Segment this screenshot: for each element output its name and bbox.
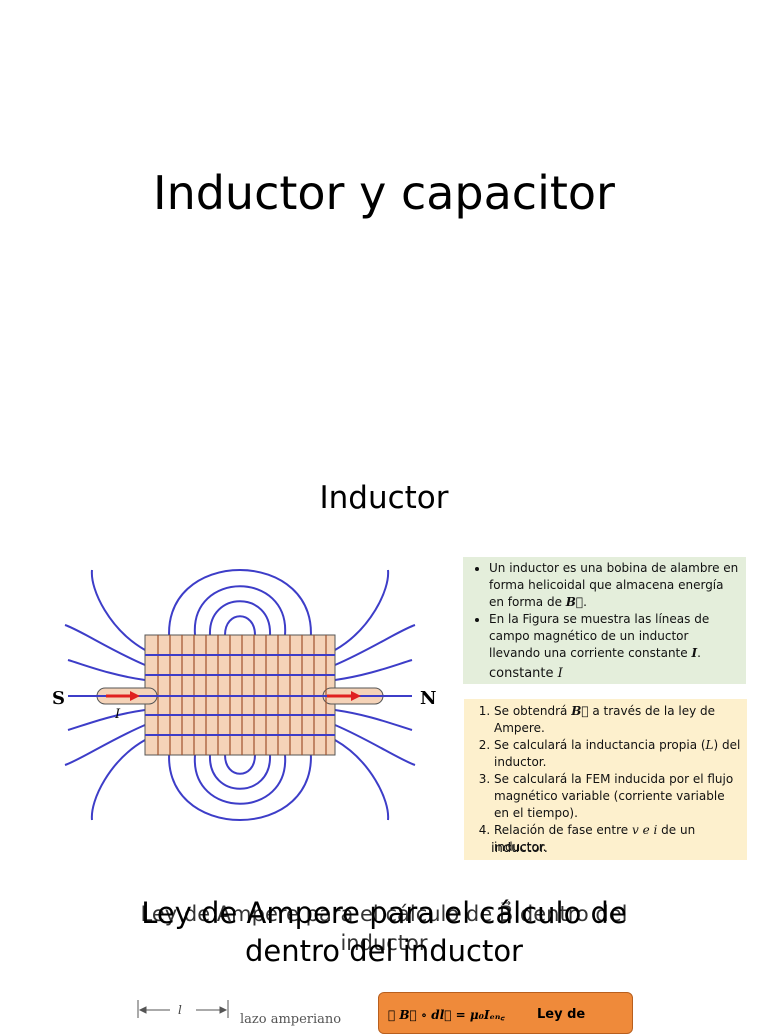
ampere-law-formula: ∮ B⃗ ∘ dl⃗ = μ₀Iₑₙ꜀ [388, 1008, 505, 1022]
step-1: Se obtendrá B⃗ a través de la ley de Amp… [494, 703, 741, 737]
ampere-heading-line-1: Ley de Ampere para el cálculo de [141, 896, 627, 930]
description-overflow-text: constante I [489, 666, 563, 681]
ampere-heading: Ley de Ampere para el cálculo de dentro … [0, 894, 768, 970]
ampere-law-label: Ley de [537, 1007, 586, 1022]
description-bullet-2: En la Figura se muestra las líneas de ca… [489, 611, 740, 662]
inductor-steps-box: Se obtendrá B⃗ a través de la ley de Amp… [464, 699, 747, 860]
b-field-symbol: B⃗ [565, 595, 584, 609]
amperian-loop-label: lazo amperiano [240, 1012, 342, 1027]
amperian-loop-diagram: l [137, 1000, 229, 1018]
description-bullet-1: Un inductor es una bobina de alambre en … [489, 560, 740, 611]
ampere-ghost-heading-line-2: inductor [340, 931, 428, 955]
length-label: l [178, 1003, 182, 1017]
inductor-heading: Inductor [319, 480, 449, 516]
ampere-ghost-heading-line-1: Ley de Ampere para el cálculo de B⃗ dent… [140, 902, 628, 926]
step-3: Se calculará la FEM inducida por el fluj… [494, 771, 741, 822]
slide-title: Inductor y capacitor [153, 166, 615, 220]
inductor-description-box: Un inductor es una bobina de alambre en … [463, 557, 746, 684]
north-pole-label: N [420, 688, 436, 709]
steps-overflow-text: inductor. [491, 841, 548, 856]
ampere-heading-line-2: dentro del inductor [245, 934, 523, 968]
inductor-field-diagram: S N I [52, 569, 436, 821]
step-4: Relación de fase entre v e i de un induc… [494, 822, 741, 856]
south-pole-label: S [52, 688, 65, 709]
current-label: I [114, 707, 121, 722]
step-2: Se calculará la inductancia propia (L) d… [494, 737, 741, 771]
current-symbol: I [691, 646, 698, 660]
